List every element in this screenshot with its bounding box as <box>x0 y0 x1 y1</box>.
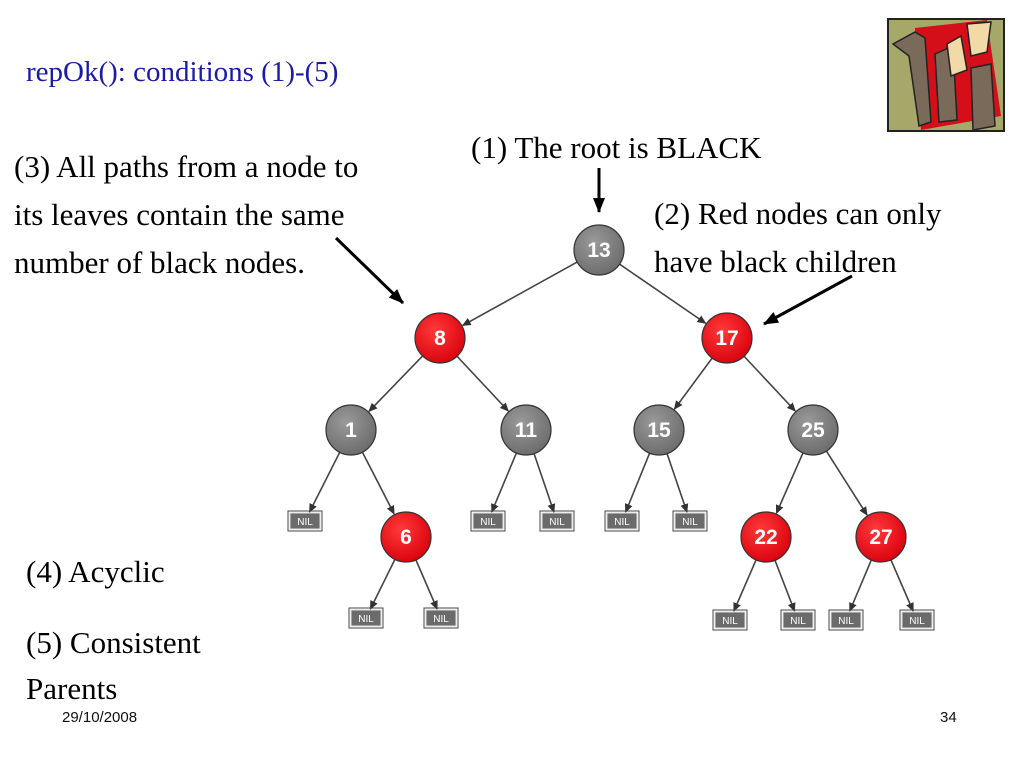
nil-leaf: NIL <box>672 510 708 532</box>
tree-edge <box>774 560 796 612</box>
red-children-arrow <box>763 274 853 326</box>
tree-edge <box>825 450 868 516</box>
tree-edge <box>775 452 804 515</box>
tree-edge <box>461 261 578 327</box>
tree-node-13: 13 <box>573 224 625 276</box>
annotation-black-paths: (3) All paths from a node to its leaves … <box>14 143 358 287</box>
tree-edge <box>890 559 914 612</box>
nil-leaf: NIL <box>604 510 640 532</box>
paths-arrow <box>334 236 405 305</box>
tree-node-22: 22 <box>740 511 792 563</box>
annotation-black-paths-line-2: its leaves contain the same <box>14 197 345 232</box>
tree-edge <box>491 452 518 513</box>
annotation-black-paths-line-1: (3) All paths from a node to <box>14 149 359 184</box>
nil-label: NIL <box>790 616 806 627</box>
nil-leaf: NIL <box>780 609 816 631</box>
tree-edge <box>624 452 651 513</box>
annotation-consistent-parents: (5) Consistent Parents <box>26 620 201 712</box>
nil-label: NIL <box>433 614 449 625</box>
tree-node-27: 27 <box>855 511 907 563</box>
nil-label: NIL <box>909 616 925 627</box>
nil-leaf: NIL <box>423 607 459 629</box>
tree-node-1: 1 <box>325 404 377 456</box>
nil-label: NIL <box>297 517 313 528</box>
nil-leaf: NIL <box>899 609 935 631</box>
node-label: 17 <box>715 327 738 350</box>
nil-label: NIL <box>549 517 565 528</box>
nil-label: NIL <box>838 616 854 627</box>
tree-node-11: 11 <box>500 404 552 456</box>
tree-edge <box>361 451 395 515</box>
annotation-red-children-line-1: (2) Red nodes can only <box>654 196 942 231</box>
tree-node-17: 17 <box>701 312 753 364</box>
tree-edge <box>415 559 438 610</box>
node-label: 1 <box>345 419 357 442</box>
tree-edge <box>619 263 707 324</box>
tree-edge <box>368 355 424 413</box>
nil-label: NIL <box>480 517 496 528</box>
page-number: 34 <box>940 709 957 726</box>
annotation-red-children-line-2: have black children <box>654 244 897 279</box>
tree-edge <box>673 357 713 410</box>
annotation-arrows <box>334 168 853 326</box>
slide-title: repOk(): conditions (1)-(5) <box>26 56 339 88</box>
tree-edges <box>308 261 914 612</box>
node-label: 8 <box>434 327 446 350</box>
tree-edge <box>456 355 509 412</box>
tree-edge <box>666 453 689 513</box>
annotation-acyclic: (4) Acyclic <box>26 554 165 589</box>
footer-date: 29/10/2008 <box>62 709 138 726</box>
nil-label: NIL <box>358 614 374 625</box>
node-label: 13 <box>587 239 610 262</box>
tree-edge <box>849 559 873 612</box>
nil-leaf: NIL <box>828 609 864 631</box>
node-label: 6 <box>400 526 412 549</box>
tree-node-8: 8 <box>414 312 466 364</box>
annotation-root-black: (1) The root is BLACK <box>471 130 762 165</box>
tree-node-6: 6 <box>380 511 432 563</box>
tree-edge <box>308 451 341 513</box>
nil-leaf: NIL <box>348 607 384 629</box>
nil-label: NIL <box>614 517 630 528</box>
nil-leaf: NIL <box>539 510 575 532</box>
annotation-consistent-parents-line-2: Parents <box>26 671 118 706</box>
annotation-red-children: (2) Red nodes can only have black childr… <box>654 190 942 286</box>
nil-leaf: NIL <box>712 609 748 631</box>
node-label: 15 <box>647 419 671 442</box>
node-label: 22 <box>754 526 777 549</box>
tree-node-25: 25 <box>787 404 839 456</box>
tree-edge <box>733 559 757 612</box>
nil-label: NIL <box>722 616 738 627</box>
annotation-consistent-parents-line-1: (5) Consistent <box>26 625 201 660</box>
node-label: 27 <box>869 526 892 549</box>
tree-edge <box>533 453 556 513</box>
nil-leaf: NIL <box>470 510 506 532</box>
node-label: 25 <box>801 419 825 442</box>
tree-edge <box>743 355 796 412</box>
annotation-black-paths-line-3: number of black nodes. <box>14 245 305 280</box>
nil-label: NIL <box>682 517 698 528</box>
tree-node-15: 15 <box>633 404 685 456</box>
tree-edge <box>369 559 396 610</box>
node-label: 11 <box>515 419 538 442</box>
university-logo <box>887 18 1005 132</box>
nil-leaf: NIL <box>287 510 323 532</box>
